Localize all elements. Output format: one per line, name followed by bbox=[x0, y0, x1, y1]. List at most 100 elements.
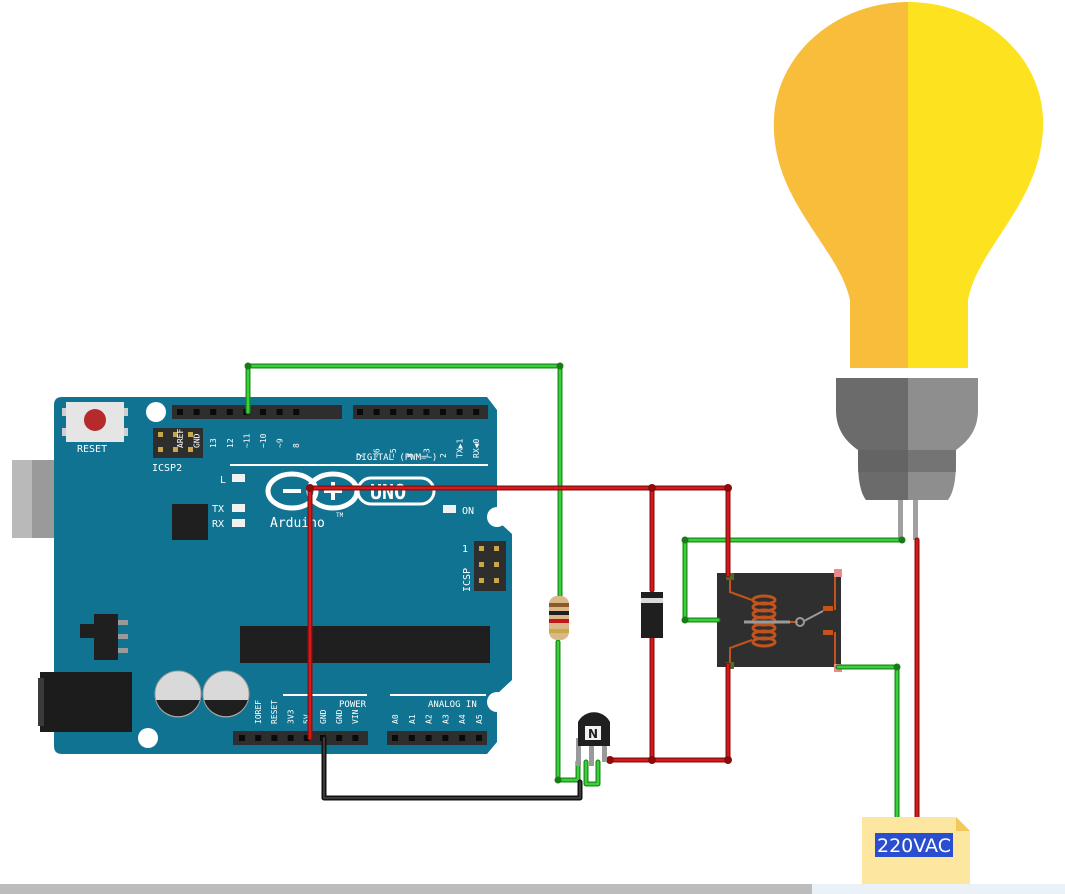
power-pin-label: RESET bbox=[270, 700, 279, 724]
digital-pin-hole bbox=[276, 409, 283, 415]
uno-logo: UNO bbox=[370, 480, 406, 504]
power-pin-hole bbox=[336, 735, 343, 741]
power-pin-hole bbox=[255, 735, 262, 741]
power-pin-hole bbox=[303, 735, 310, 741]
analog-pin-hole bbox=[392, 735, 398, 741]
analog-header-label: ANALOG IN bbox=[428, 700, 477, 710]
relay-contact bbox=[823, 606, 833, 611]
bulb-base-left bbox=[836, 378, 908, 500]
analog-pin-label: A2 bbox=[425, 714, 434, 724]
bulb-glass-right bbox=[908, 2, 1044, 368]
capacitor bbox=[154, 670, 202, 718]
barrel-jack bbox=[38, 672, 132, 732]
power-pin-label: 5V bbox=[303, 714, 312, 724]
analog-pin-hole bbox=[476, 735, 482, 741]
power-pin-hole bbox=[352, 735, 359, 741]
power-pin-label: VIN bbox=[351, 709, 360, 724]
digital-pin-label: ~6 bbox=[373, 448, 382, 458]
power-pin-label: IOREF bbox=[254, 700, 263, 724]
led-tx-label: TX bbox=[212, 504, 224, 515]
microcontroller-chip bbox=[240, 626, 490, 663]
analog-pin-hole bbox=[442, 735, 449, 741]
collector-wire-hi bbox=[584, 760, 600, 786]
mount-hole bbox=[487, 692, 507, 712]
wire-joint bbox=[681, 616, 689, 624]
power-header bbox=[233, 731, 368, 745]
uno-badge bbox=[356, 476, 436, 506]
digital-pin-label: 4 bbox=[406, 453, 415, 458]
digital-pin-hole bbox=[177, 409, 183, 415]
digital-pin-hole bbox=[357, 409, 363, 415]
bulb-base-right bbox=[908, 378, 978, 500]
led-l bbox=[232, 474, 245, 482]
wire-joint bbox=[893, 663, 901, 671]
power-pin-label: GND bbox=[319, 709, 328, 724]
bulb-glass-left bbox=[773, 2, 908, 368]
signal-wire-resistor-base bbox=[555, 639, 581, 783]
digital-header-left bbox=[172, 405, 342, 419]
led-on bbox=[443, 505, 456, 513]
power-pin-hole bbox=[287, 735, 294, 741]
led-rx bbox=[232, 519, 245, 527]
digital-pin-label: ~3 bbox=[422, 448, 431, 458]
mount-hole bbox=[146, 402, 166, 422]
signal-wire-pin13-hi bbox=[246, 364, 562, 600]
usb-connector-shade bbox=[12, 460, 32, 538]
relay-switch-arm bbox=[803, 610, 824, 622]
digital-pin-label: ~9 bbox=[276, 438, 285, 448]
wire-joint bbox=[306, 484, 314, 492]
power-silk-line bbox=[283, 694, 367, 696]
power-pin-hole bbox=[239, 735, 245, 741]
bulb-base-band bbox=[858, 450, 956, 472]
trademark: TM bbox=[336, 512, 344, 519]
relay-pin bbox=[834, 569, 842, 577]
digital-pin-hole bbox=[210, 409, 217, 415]
relay-body bbox=[717, 573, 841, 667]
icsp2-header bbox=[153, 428, 203, 458]
relay-contact bbox=[823, 630, 833, 635]
diode bbox=[641, 592, 663, 638]
ground-wire-hi bbox=[323, 737, 581, 799]
power-wire-5v-hi bbox=[308, 486, 730, 740]
analog-pin-label: A4 bbox=[458, 714, 467, 724]
relay-no-wire bbox=[835, 664, 900, 823]
digital-pin-label: 13 bbox=[209, 438, 218, 448]
power-pin-label: 3V3 bbox=[286, 709, 295, 724]
digital-pin-hole bbox=[456, 409, 463, 415]
analog-pin-label: A5 bbox=[475, 714, 484, 724]
digital-pin-hole bbox=[473, 409, 480, 415]
led-on-label: ON bbox=[462, 506, 474, 517]
wire-joint bbox=[681, 536, 689, 544]
arduino-brand: Arduino bbox=[270, 516, 325, 531]
digital-pin-label: RX◀0 bbox=[472, 439, 481, 458]
digital-pin-label: 7 bbox=[356, 453, 365, 458]
bulb-lead-left bbox=[898, 500, 903, 540]
reset-button bbox=[62, 402, 128, 442]
digital-pin-hole bbox=[293, 409, 300, 415]
wire-joint bbox=[648, 756, 656, 764]
digital-silk-line bbox=[230, 464, 488, 466]
mount-hole bbox=[487, 507, 507, 527]
digital-pin-holes bbox=[177, 409, 480, 415]
led-l-label: L bbox=[220, 475, 226, 486]
wire-joint bbox=[606, 756, 614, 764]
pin-one-marker: 1 bbox=[462, 544, 468, 555]
wire-joint bbox=[648, 484, 656, 492]
coil-return-wire-hi bbox=[608, 663, 730, 762]
wire-joint bbox=[724, 484, 732, 492]
analog-pin-hole bbox=[425, 735, 432, 741]
digital-pin-label: 12 bbox=[226, 438, 235, 448]
supply-label: 220VAC bbox=[877, 835, 951, 857]
digital-pin-hole bbox=[423, 409, 430, 415]
wires bbox=[244, 362, 920, 823]
led-tx bbox=[232, 504, 245, 512]
digital-pin-label: ~5 bbox=[389, 448, 398, 458]
wire-joint bbox=[898, 536, 906, 544]
digital-pin-hole bbox=[373, 409, 380, 415]
digital-pin-hole bbox=[193, 409, 200, 415]
digital-header-label: DIGITAL (PWM=~) bbox=[356, 453, 437, 463]
wire-joint bbox=[724, 756, 732, 764]
voltage-regulator bbox=[80, 614, 128, 660]
